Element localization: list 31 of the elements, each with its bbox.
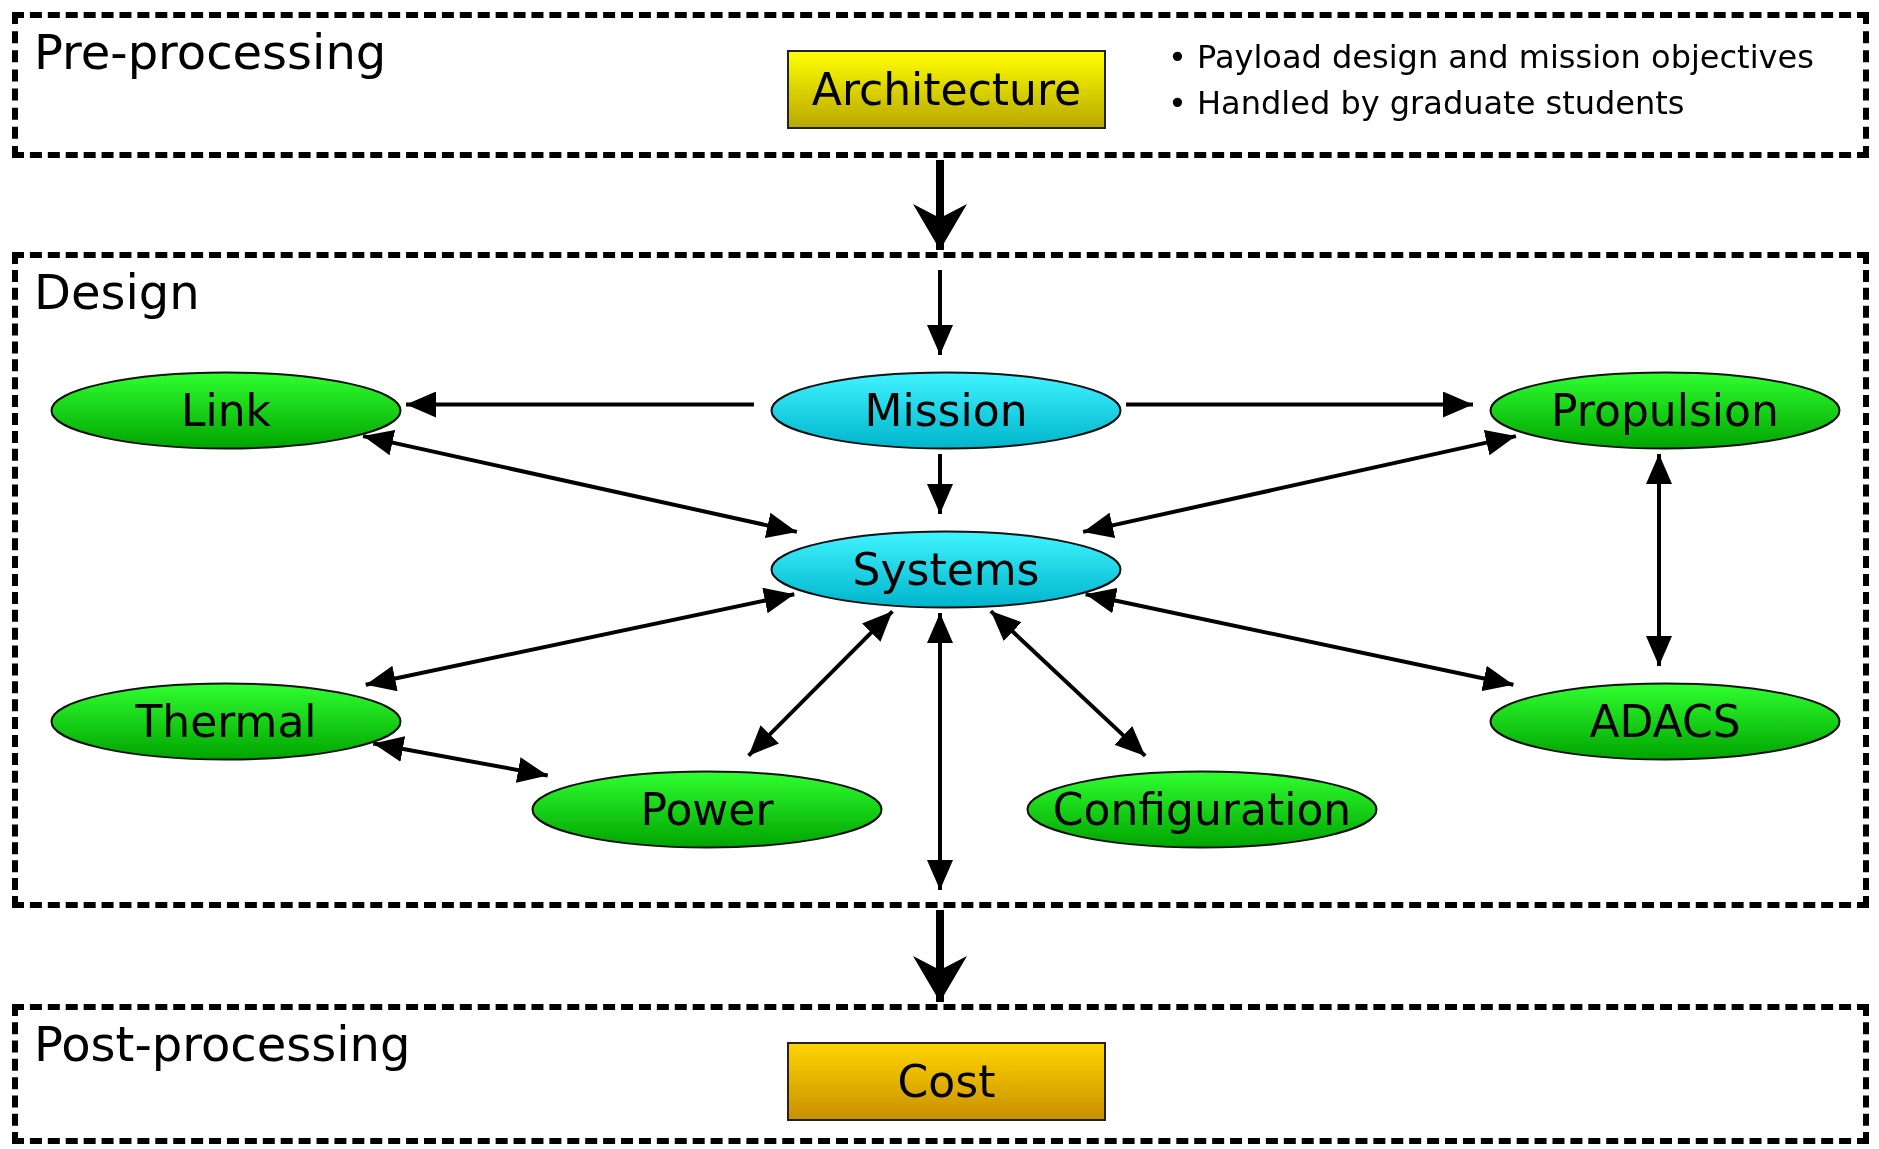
process-ellipse: Power xyxy=(531,770,883,849)
double-arrow xyxy=(362,429,798,539)
dashed-group-box xyxy=(12,252,1869,908)
process-box: Cost xyxy=(787,1042,1106,1121)
double-arrow xyxy=(365,587,795,692)
double-arrow xyxy=(747,609,894,758)
process-ellipse: Thermal xyxy=(50,682,402,761)
arrow xyxy=(927,270,953,355)
bullet-text: • Handled by graduate students xyxy=(1168,84,1685,122)
arrow xyxy=(927,454,953,514)
process-ellipse: Link xyxy=(50,371,402,450)
bullet-text: • Payload design and mission objectives xyxy=(1168,38,1814,76)
arrow xyxy=(1126,391,1473,418)
group-title: Post-processing xyxy=(34,1016,411,1074)
process-ellipse: Systems xyxy=(770,530,1122,609)
process-ellipse: ADACS xyxy=(1489,682,1841,761)
arrow xyxy=(406,391,754,418)
double-arrow xyxy=(1085,587,1514,692)
double-arrow xyxy=(1646,454,1672,666)
group-title: Design xyxy=(34,264,200,322)
process-ellipse: Mission xyxy=(770,371,1122,450)
double-arrow xyxy=(1082,429,1517,539)
double-arrow xyxy=(989,609,1147,758)
process-box: Architecture xyxy=(787,50,1106,129)
process-ellipse: Configuration xyxy=(1026,770,1378,849)
double-arrow xyxy=(927,613,953,890)
group-title: Pre-processing xyxy=(34,24,387,82)
dashed-group-box xyxy=(12,12,1869,158)
dashed-group-box xyxy=(12,1004,1869,1144)
double-arrow xyxy=(372,736,549,783)
process-ellipse: Propulsion xyxy=(1489,371,1841,450)
